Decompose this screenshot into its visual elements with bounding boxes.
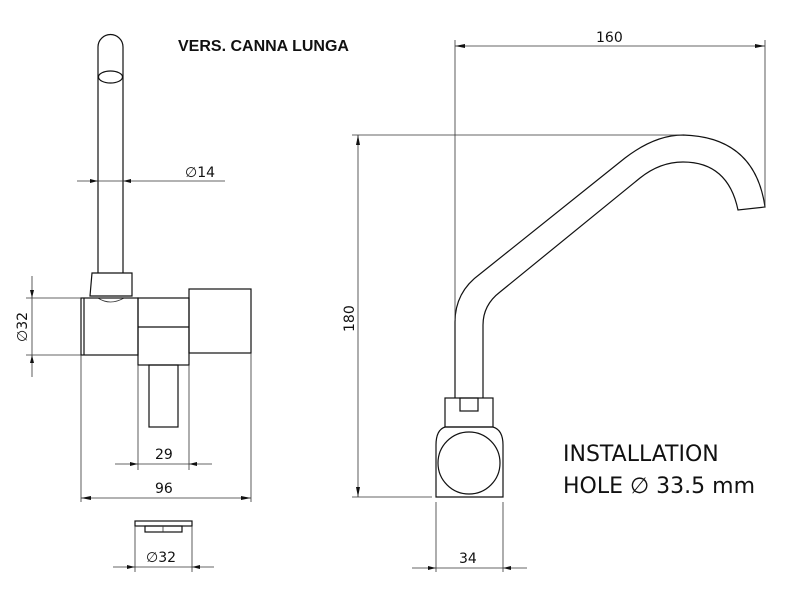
front-view: ∅14 ∅32 29 96 ∅32	[15, 33, 252, 572]
installation-note-line1: INSTALLATION	[563, 442, 719, 467]
handle-knob	[188, 288, 252, 354]
handle-circle	[437, 431, 501, 495]
valve-block	[137, 297, 190, 366]
side-view: 160 180 34 INSTALLATION HOLE ∅ 33.5 mm	[342, 30, 766, 572]
curved-spout	[454, 134, 766, 398]
body-cylinder	[80, 297, 139, 356]
dim-label-base-diameter: ∅32	[146, 550, 176, 566]
drawing-title: VERS. CANNA LUNGA	[178, 38, 349, 55]
nut-notch	[459, 397, 479, 412]
nut-curve	[97, 297, 125, 303]
tall-spout-pipe	[97, 33, 124, 273]
spout-outlet	[97, 70, 124, 84]
base-nut	[144, 525, 183, 533]
installation-note-line2: HOLE ∅ 33.5 mm	[563, 474, 755, 499]
dim-label-pipe-diameter: ∅14	[185, 165, 215, 181]
dim-label-reach: 160	[596, 30, 623, 46]
dim-label-overall-width: 96	[155, 481, 173, 497]
inlet-stem	[148, 364, 179, 428]
dim-label-base-width: 34	[459, 551, 477, 567]
valve-body	[435, 426, 504, 498]
base-flange	[134, 520, 193, 527]
dim-label-body-diameter: ∅32	[15, 312, 31, 342]
pipe-nut	[89, 272, 133, 297]
dim-label-stem-width: 29	[155, 447, 173, 463]
dim-label-height: 180	[342, 305, 358, 332]
spout-nut	[444, 397, 494, 428]
